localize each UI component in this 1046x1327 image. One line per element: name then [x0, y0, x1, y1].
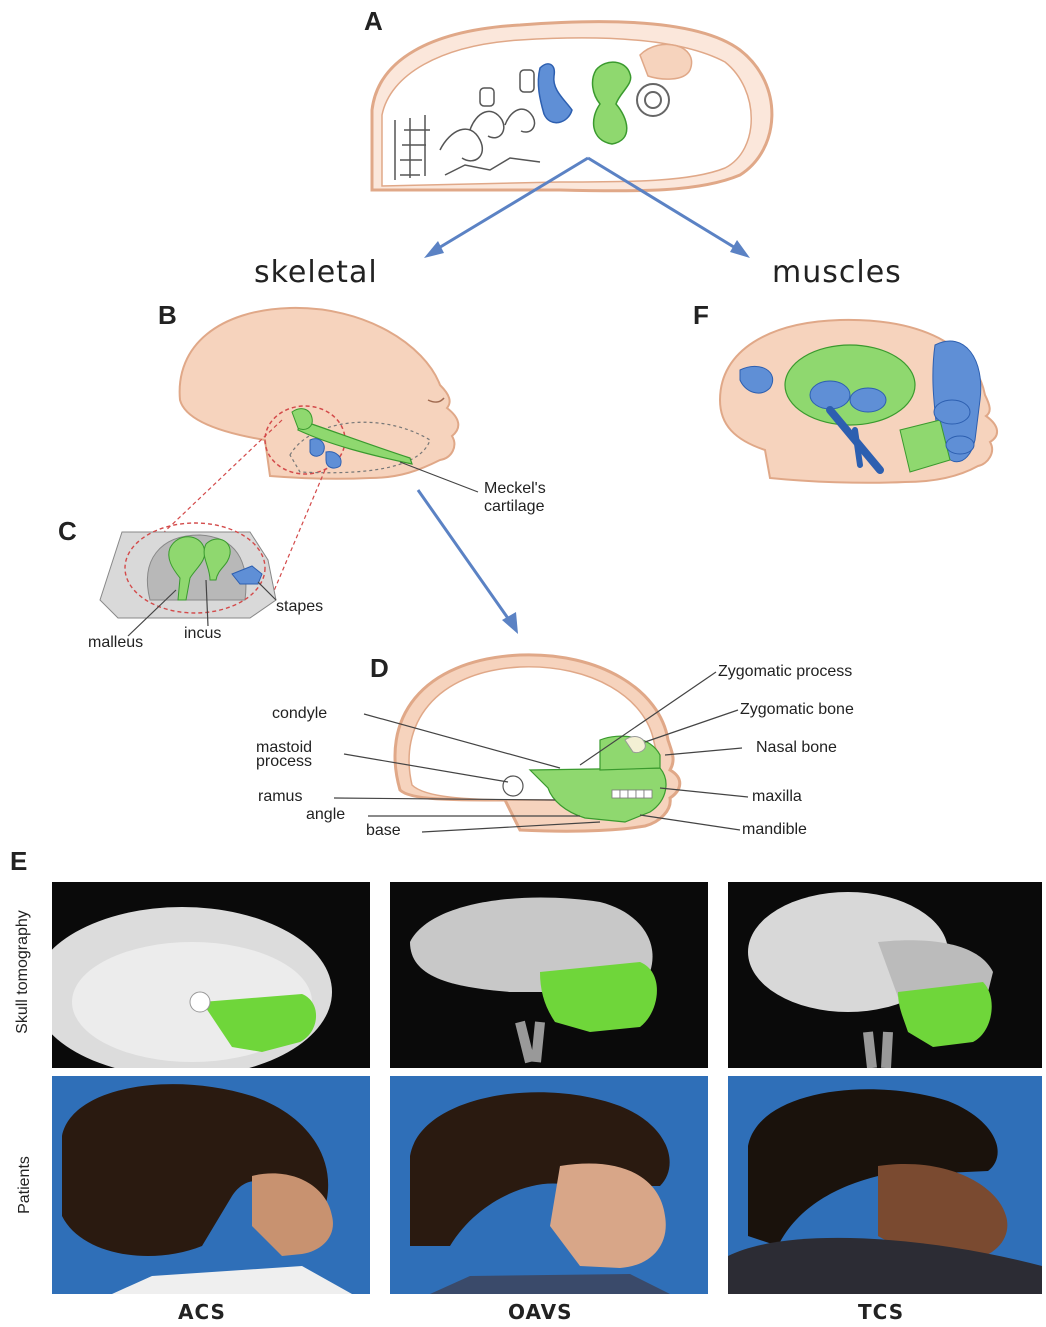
column-label-tcs: TCS [858, 1300, 904, 1324]
row-label-tomography: Skull tomography [14, 910, 32, 1034]
ramus-label: ramus [258, 789, 302, 805]
column-label-oavs: OAVS [508, 1300, 572, 1324]
column-label-acs: ACS [178, 1300, 226, 1324]
panel-label-c: C [58, 516, 77, 547]
stapes-label: stapes [276, 599, 323, 615]
embryo-illustration [0, 0, 1046, 300]
incus-label: incus [184, 626, 221, 642]
mastoid-process-label-2: process [256, 754, 312, 770]
maxilla-label: maxilla [752, 789, 802, 805]
condyle-label: condyle [272, 706, 327, 722]
ct-image-tcs [728, 882, 1042, 1068]
patient-photo-tcs [728, 1076, 1042, 1294]
nasal-bone-label: Nasal bone [756, 740, 837, 756]
patient-photo-oavs [390, 1076, 708, 1294]
meckel-cartilage-label-2: cartilage [484, 499, 544, 515]
mandible-label: mandible [742, 822, 807, 838]
angle-label: angle [306, 807, 345, 823]
patient-photo-acs [52, 1076, 370, 1294]
panel-label-e: E [10, 846, 27, 877]
base-label: base [366, 823, 401, 839]
malleus-label: malleus [88, 635, 143, 651]
panel-label-d: D [370, 653, 389, 684]
row-label-patients: Patients [16, 1156, 34, 1214]
panel-label-f: F [693, 300, 709, 331]
ct-image-acs [52, 882, 370, 1068]
ct-image-oavs [390, 882, 708, 1068]
meckel-cartilage-label-1: Meckel's [484, 481, 546, 497]
zygomatic-process-label: Zygomatic process [718, 664, 852, 680]
panel-label-b: B [158, 300, 177, 331]
zygomatic-bone-label: Zygomatic bone [740, 702, 854, 718]
